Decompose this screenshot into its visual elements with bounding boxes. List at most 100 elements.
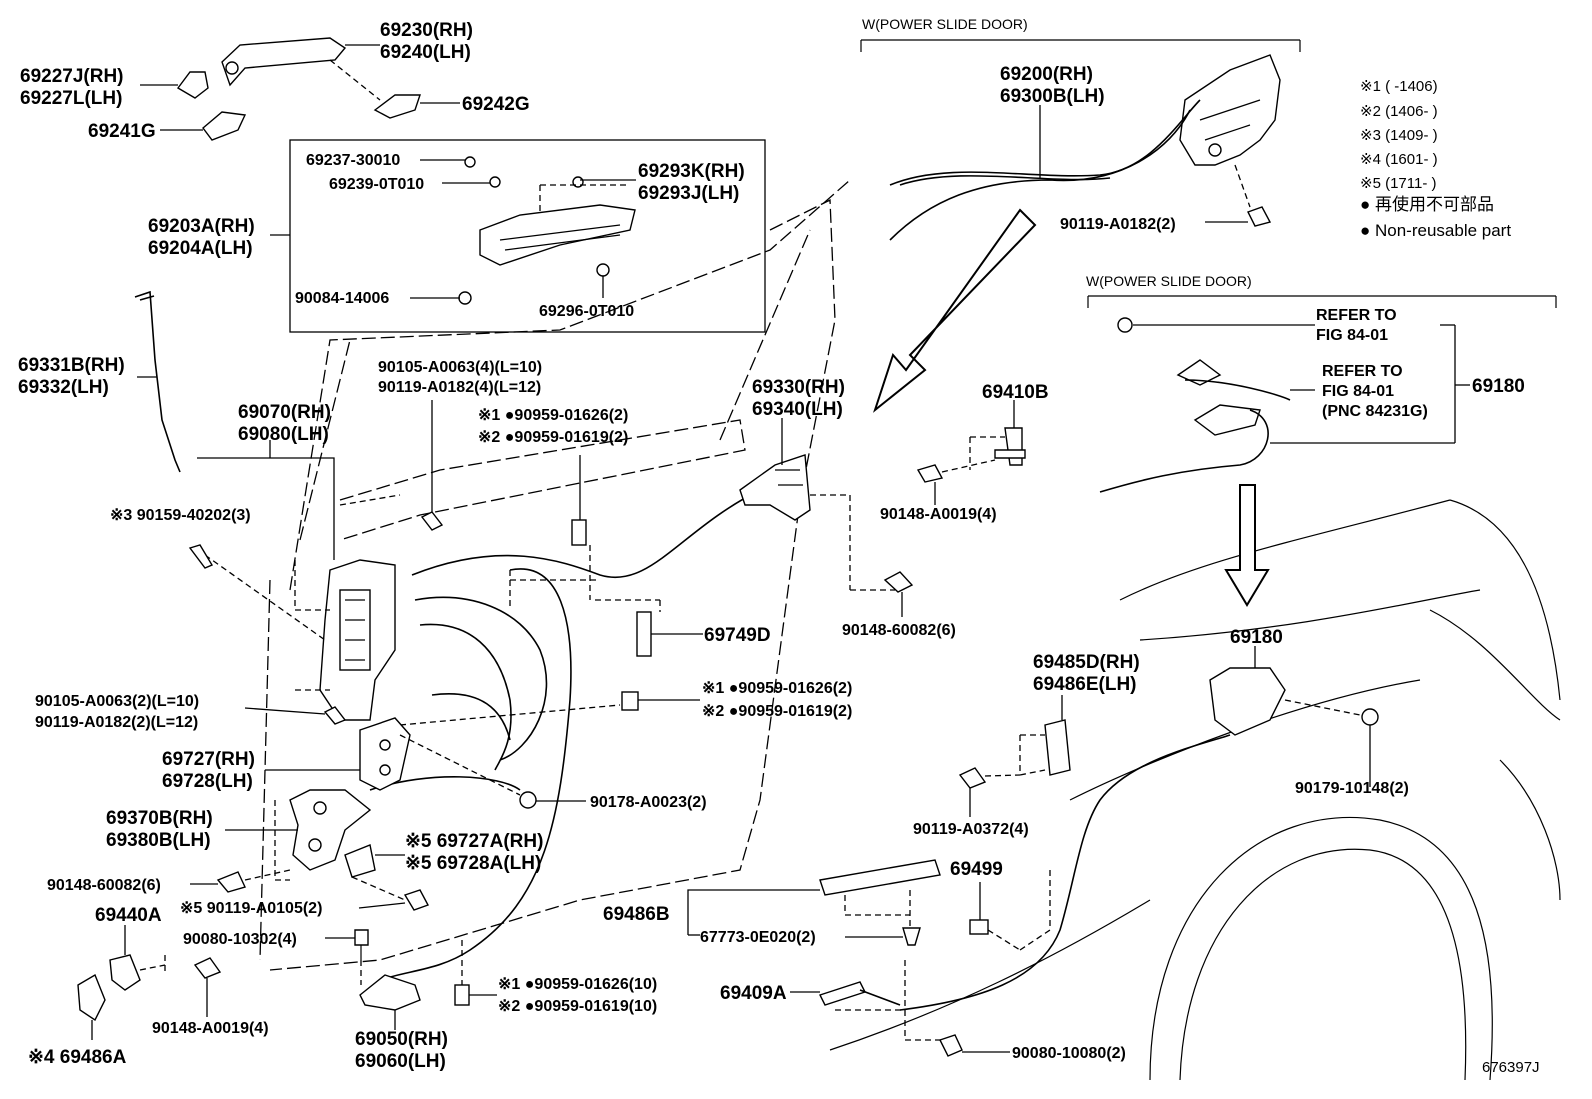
direction-arrow-1 <box>873 208 1037 413</box>
label-69204A: 69204A(LH) <box>148 238 253 259</box>
clamp-69409A-part <box>819 981 901 1006</box>
label-refer2b: FIG 84-01 <box>1322 383 1394 400</box>
cushion-69486A-part <box>77 973 106 1022</box>
screw-90105-lower-part <box>323 706 347 725</box>
label-refer2a: REFER TO <box>1322 363 1403 380</box>
label-90148a: 90148-A0019(4) <box>880 506 997 523</box>
label-90179: 90179-10148(2) <box>1295 780 1409 797</box>
label-69499: 69499 <box>950 859 1003 880</box>
label-69300B: 69300B(LH) <box>1000 86 1105 107</box>
label-69239: 69239-0T010 <box>329 176 424 193</box>
legend-item-7: ● Non-reusable part <box>1360 221 1511 240</box>
label-90105b: 90105-A0063(2)(L=10) <box>35 693 199 710</box>
label-69293K: 69293K(RH) <box>638 161 745 182</box>
part-labels: 69230(RH) 69240(LH) 69227J(RH) 69227L(LH… <box>18 20 1525 1072</box>
power-slide-cables <box>889 99 1201 241</box>
label-69331B: 69331B(RH) <box>18 355 125 376</box>
label-69241G: 69241G <box>88 121 156 142</box>
label-69370B: 69370B(RH) <box>106 808 213 829</box>
label-69070: 69070(RH) <box>238 402 331 423</box>
label-69230: 69230(RH) <box>380 20 473 41</box>
label-69380B: 69380B(LH) <box>106 830 211 851</box>
label-69180-b: 69180 <box>1230 627 1283 648</box>
bolt-90080-10080-part <box>939 1034 963 1057</box>
label-69332: 69332(LH) <box>18 377 109 398</box>
label-90959b1: ※1 ●90959-01626(2) <box>702 680 852 697</box>
bolt-90080-10302-part <box>354 929 369 960</box>
remote-control-assy-part <box>739 454 811 521</box>
bracket-69727-part <box>359 717 411 791</box>
nut-90179-part <box>1361 708 1379 726</box>
label-69727A: ※5 69727A(RH) <box>405 831 543 852</box>
screw-90159-part <box>188 544 214 569</box>
legend-item-4: ※4 (1601- ) <box>1360 151 1438 168</box>
label-90080a: 90080-10302(4) <box>183 931 297 948</box>
legend-item-2: ※2 (1406- ) <box>1360 103 1438 120</box>
label-69749D: 69749D <box>704 625 771 646</box>
label-90119d: 90119-A0182(2) <box>1060 216 1176 233</box>
fuel-lid-lock-69180-part <box>899 667 1286 1011</box>
label-69060: 69060(LH) <box>355 1051 446 1072</box>
screw-90148-d-part <box>193 957 222 979</box>
screw-90148-b-part <box>883 571 914 593</box>
label-90148d: 90148-A0019(4) <box>152 1020 269 1037</box>
label-69486A: ※4 69486A <box>28 1047 127 1068</box>
legend-item-6: ● 再使用不可部品 <box>1360 194 1494 214</box>
label-69200: 69200(RH) <box>1000 64 1093 85</box>
label-90119e: 90119-A0372(4) <box>913 821 1029 838</box>
label-67773: 67773-0E020(2) <box>700 929 816 946</box>
lower-hinge-69050-part <box>359 974 421 1011</box>
clip-67773-part <box>902 927 921 946</box>
clip-90959-c-part <box>454 984 470 1006</box>
label-69440A: 69440A <box>95 905 162 926</box>
figure-id: 676397J <box>1482 1059 1540 1076</box>
guide-69485D-part <box>1044 719 1071 776</box>
bracket-69499-part <box>969 919 989 935</box>
lock-cables <box>369 489 761 981</box>
label-69227L: 69227L(LH) <box>20 88 122 109</box>
bracket-69727A-part <box>344 844 376 878</box>
clip-90959-a-part <box>571 519 587 546</box>
handle-pad-part <box>373 94 421 119</box>
label-69240: 69240(LH) <box>380 42 471 63</box>
screw-90119-a0182-part <box>1247 206 1272 227</box>
cover-69486B-part <box>819 859 941 896</box>
striker-69440A-part <box>109 954 141 991</box>
label-90119b: 90119-A0182(2)(L=12) <box>35 714 198 731</box>
label-69180-a: 69180 <box>1472 376 1525 397</box>
label-90084: 90084-14006 <box>295 290 389 307</box>
control-rod-part <box>134 290 181 473</box>
handle-frame-group-box <box>289 139 766 333</box>
label-69293J: 69293J(LH) <box>638 183 739 204</box>
label-69203A: 69203A(RH) <box>148 216 255 237</box>
screw-90119-a0105-part <box>403 889 429 911</box>
label-69410B: 69410B <box>982 382 1049 403</box>
label-69409A: 69409A <box>720 983 787 1004</box>
vehicle-rear-body <box>829 499 1561 1081</box>
screw-90148-c-part <box>216 871 246 893</box>
label-90178: 90178-A0023(2) <box>590 794 707 811</box>
label-90959b2: ※2 ●90959-01619(2) <box>702 703 852 720</box>
section-header-1: W(POWER SLIDE DOOR) <box>862 16 1028 32</box>
latch-69370B-part <box>289 789 372 871</box>
handle-frame-part <box>458 156 636 305</box>
label-90959c2: ※2 ●90959-01619(10) <box>498 998 657 1015</box>
label-refer2c: (PNC 84231G) <box>1322 403 1428 420</box>
screw-90148-a-part <box>916 464 944 483</box>
label-69296: 69296-0T010 <box>539 303 634 320</box>
label-69486B: 69486B <box>603 904 670 925</box>
label-69227J: 69227J(RH) <box>20 66 124 87</box>
handle-cap-part <box>176 71 209 99</box>
label-69727: 69727(RH) <box>162 749 255 770</box>
label-90159: ※3 90159-40202(3) <box>110 507 251 524</box>
door-lock-assy-part <box>319 559 396 721</box>
label-90959a1: ※1 ●90959-01626(2) <box>478 407 628 424</box>
clamp-69749D-part <box>636 611 652 657</box>
label-refer1b: FIG 84-01 <box>1316 327 1388 344</box>
label-90959a2: ※2 ●90959-01619(2) <box>478 429 628 446</box>
label-69486E: 69486E(LH) <box>1033 674 1137 695</box>
label-90105a: 90105-A0063(4)(L=10) <box>378 359 542 376</box>
fuel-lid-opener-cable <box>1099 317 1291 493</box>
label-69080: 69080(LH) <box>238 424 329 445</box>
label-90148c: 90148-60082(6) <box>47 877 161 894</box>
